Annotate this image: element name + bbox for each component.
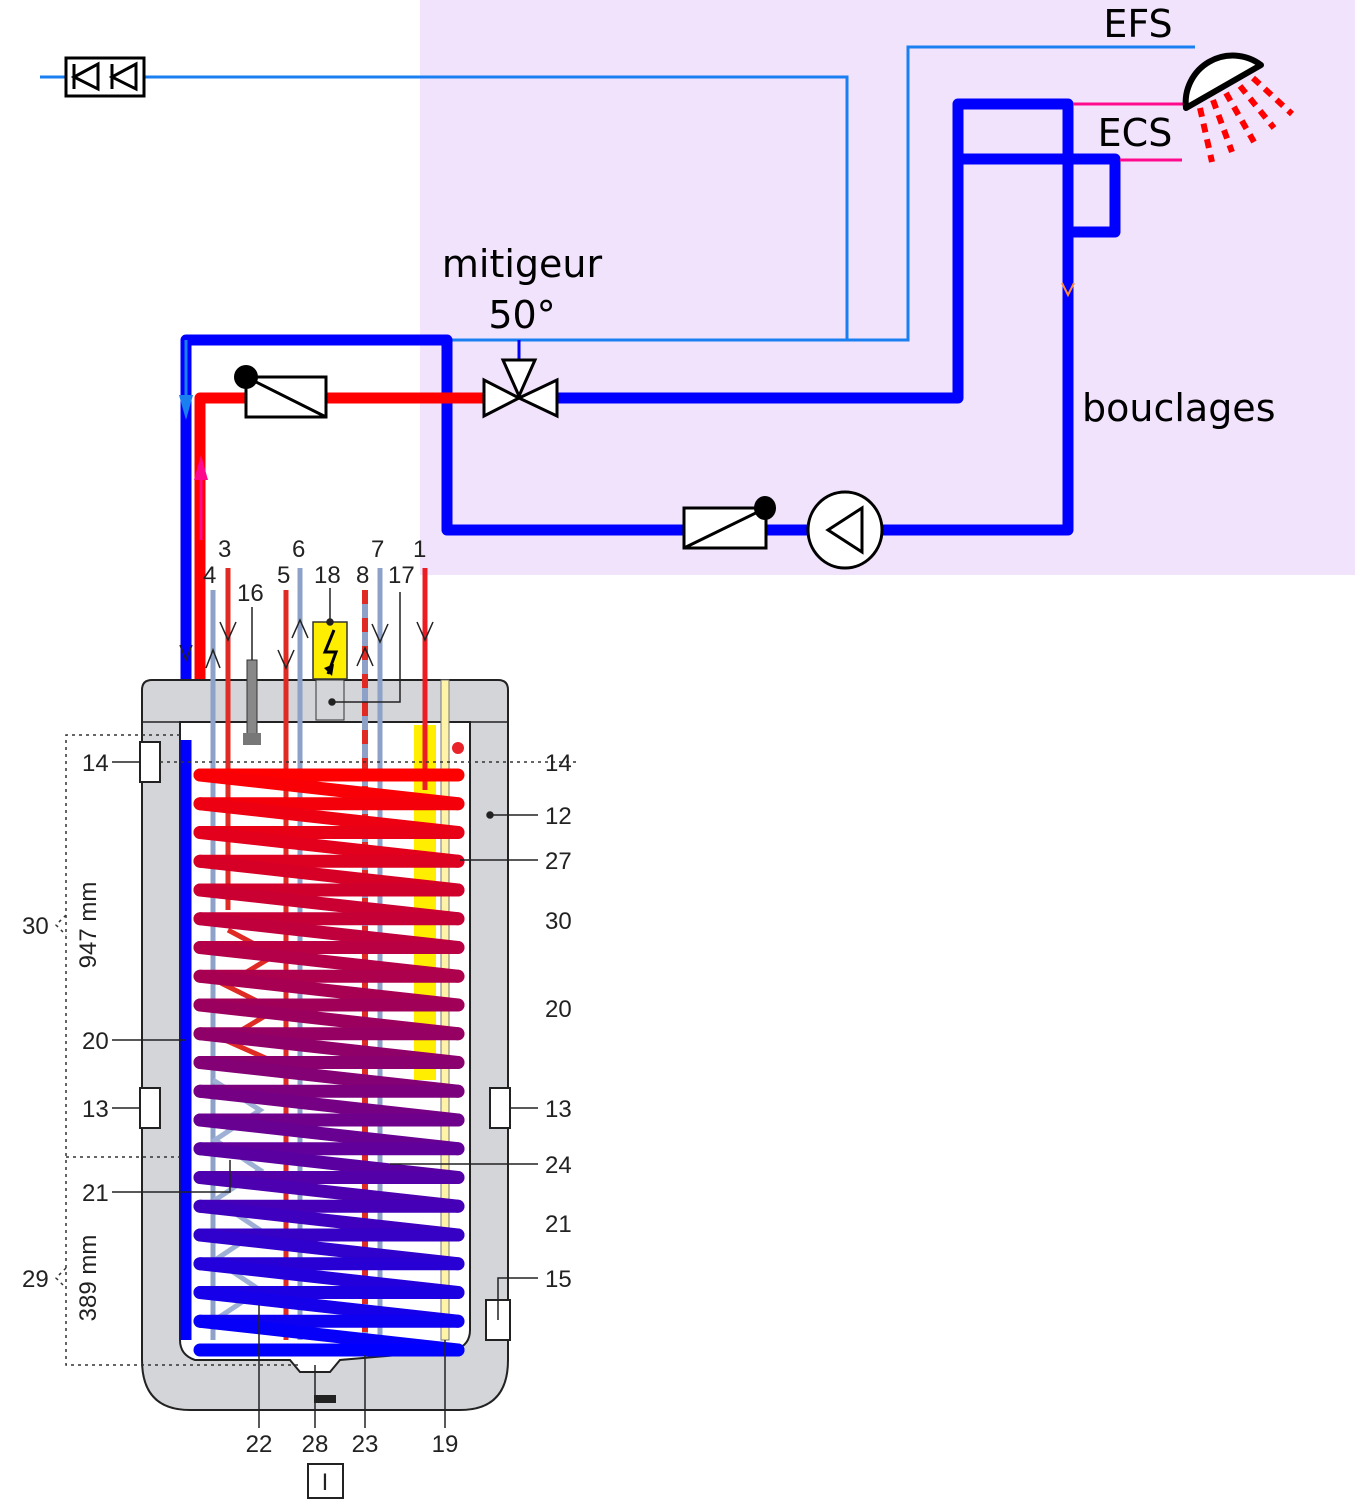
svg-text:20: 20	[82, 1028, 109, 1055]
svg-text:3: 3	[218, 536, 231, 563]
loop-balancing-valve-icon	[682, 496, 776, 550]
dimension-947-value: 947 mm	[75, 882, 102, 969]
svg-text:17: 17	[388, 562, 415, 589]
svg-text:30: 30	[545, 908, 572, 935]
svg-text:5: 5	[277, 562, 290, 589]
bottom-labels: 22 28 23 19	[246, 1431, 459, 1458]
ecs-branch-lines	[1073, 102, 1185, 162]
dimension-389-value: 389 mm	[75, 1235, 102, 1322]
mixer-temperature: 50°	[488, 293, 555, 337]
check-valve-icon	[64, 56, 146, 98]
svg-text:7: 7	[371, 536, 384, 563]
loop-label: bouclages	[1082, 386, 1276, 430]
mixer-label: mitigeur	[442, 242, 603, 286]
svg-text:15: 15	[545, 1266, 572, 1293]
label-30-left: 30	[22, 913, 49, 940]
svg-text:22: 22	[246, 1431, 273, 1458]
svg-text:20: 20	[545, 996, 572, 1023]
svg-text:14: 14	[82, 750, 109, 777]
svg-text:24: 24	[545, 1152, 572, 1179]
svg-text:14: 14	[545, 750, 572, 777]
heating-coil	[193, 768, 465, 1357]
ecs-label: ECS	[1098, 111, 1173, 155]
shower-head-icon	[1182, 52, 1295, 163]
svg-text:23: 23	[352, 1431, 379, 1458]
label-leader-lines	[112, 588, 538, 1428]
svg-text:13: 13	[82, 1096, 109, 1123]
dimension-lines	[54, 734, 580, 1366]
thermostatic-mixer-icon	[482, 358, 559, 419]
svg-text:27: 27	[545, 848, 572, 875]
view-tag-box	[307, 1463, 344, 1499]
svg-text:8: 8	[356, 562, 369, 589]
balancing-valve-icon	[234, 365, 328, 419]
svg-text:16: 16	[237, 580, 264, 607]
label-29-left: 29	[22, 1266, 49, 1293]
svg-text:12: 12	[545, 803, 572, 830]
svg-text:28: 28	[302, 1431, 329, 1458]
connection-direction-arrows	[179, 618, 434, 670]
circulation-pump-icon	[806, 490, 884, 570]
svg-text:18: 18	[314, 562, 341, 589]
svg-text:13: 13	[545, 1096, 572, 1123]
efs-label: EFS	[1103, 2, 1172, 46]
svg-text:6: 6	[292, 536, 305, 563]
flow-arrows	[179, 282, 1075, 540]
right-labels: 14 12 27 30 20 13 24 21 15	[545, 750, 572, 1293]
svg-text:1: 1	[413, 536, 426, 563]
svg-text:21: 21	[545, 1211, 572, 1238]
svg-text:4: 4	[203, 562, 216, 589]
left-labels: 14 20 13 21	[82, 750, 109, 1207]
top-labels: 3 4 16 5 6 18 8 7 17 1	[203, 536, 426, 607]
view-tag: I	[322, 1469, 329, 1496]
svg-text:19: 19	[432, 1431, 459, 1458]
cold-water-supply-line	[40, 45, 1195, 360]
svg-text:21: 21	[82, 1180, 109, 1207]
